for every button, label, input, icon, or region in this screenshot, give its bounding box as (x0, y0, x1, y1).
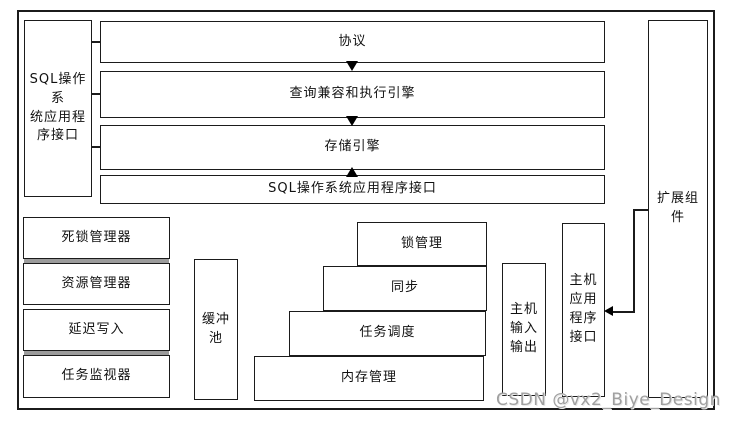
memory-management-box: 内存管理 (254, 356, 484, 401)
extension-component-box: 扩展组 件 (648, 20, 708, 398)
csdn-watermark: CSDN @vx2_Biye_Design (496, 390, 721, 410)
shadow-separator (24, 259, 169, 263)
arrow-left-icon (604, 306, 613, 316)
task-monitor-box: 任务监视器 (23, 355, 170, 398)
storage-engine-box: 存储引擎 (100, 125, 605, 170)
arrow-up-icon (346, 167, 358, 177)
deadlock-manager-box: 死锁管理器 (23, 217, 170, 259)
lock-management-box: 锁管理 (357, 222, 487, 266)
lazy-write-box: 延迟写入 (23, 309, 170, 351)
host-input-output-box: 主机 输入 输出 (502, 263, 546, 396)
sql-os-api-bottom-row-box: SQL操作系统应用程序接口 (100, 175, 605, 204)
connector-line (633, 209, 648, 211)
protocol-box: 协议 (100, 21, 605, 63)
tick-row1-connector (91, 41, 101, 43)
task-scheduling-box: 任务调度 (289, 311, 486, 356)
buffer-pool-box: 缓冲 池 (194, 259, 238, 400)
resource-manager-box: 资源管理器 (23, 263, 170, 305)
arrow-down-icon (346, 116, 358, 126)
synchronization-box: 同步 (323, 266, 487, 311)
arrow-down-icon (346, 61, 358, 71)
tick-row2-connector (91, 93, 101, 95)
tick-row3-connector (91, 146, 101, 148)
connector-line (613, 311, 634, 313)
host-application-interface-box: 主机 应用 程序 接口 (562, 223, 605, 397)
shadow-separator (24, 351, 169, 355)
connector-line (633, 209, 635, 313)
query-compat-execution-engine-box: 查询兼容和执行引擎 (100, 71, 605, 118)
sql-os-api-left-box: SQL操作系 统应用程 序接口 (24, 20, 92, 197)
